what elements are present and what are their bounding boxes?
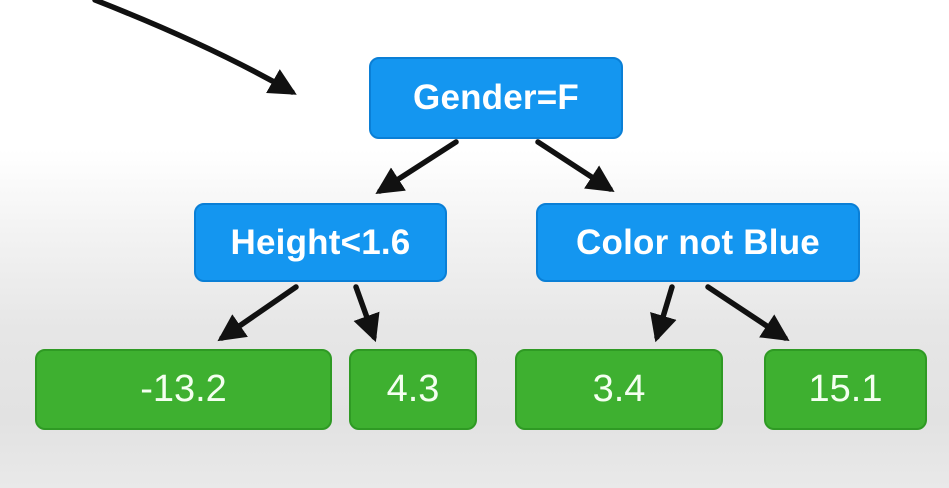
root-node: Gender=F bbox=[369, 57, 623, 139]
leaf-node-4: 15.1 bbox=[764, 349, 927, 430]
leaf-node-2: 4.3 bbox=[349, 349, 477, 430]
leaf-value: -13.2 bbox=[140, 368, 227, 410]
leaf-node-3: 3.4 bbox=[515, 349, 723, 430]
left-split-node: Height<1.6 bbox=[194, 203, 447, 282]
left-split-label: Height<1.6 bbox=[230, 222, 411, 262]
arrow-height-to-leaf-1 bbox=[217, 284, 299, 342]
arrow-root-to-height bbox=[375, 139, 459, 194]
incoming-arrow bbox=[92, 0, 297, 95]
right-split-node: Color not Blue bbox=[536, 203, 860, 282]
root-node-label: Gender=F bbox=[413, 78, 579, 117]
leaf-value: 4.3 bbox=[386, 368, 440, 410]
leaf-value: 3.4 bbox=[592, 368, 646, 410]
arrow-color-to-leaf-3 bbox=[650, 284, 677, 343]
arrow-root-to-color bbox=[535, 139, 615, 193]
leaf-node-1: -13.2 bbox=[35, 349, 332, 430]
leaf-value: 15.1 bbox=[808, 368, 883, 410]
right-split-label: Color not Blue bbox=[576, 222, 820, 262]
arrow-color-to-leaf-4 bbox=[705, 284, 790, 342]
arrow-height-to-leaf-2 bbox=[353, 284, 380, 343]
